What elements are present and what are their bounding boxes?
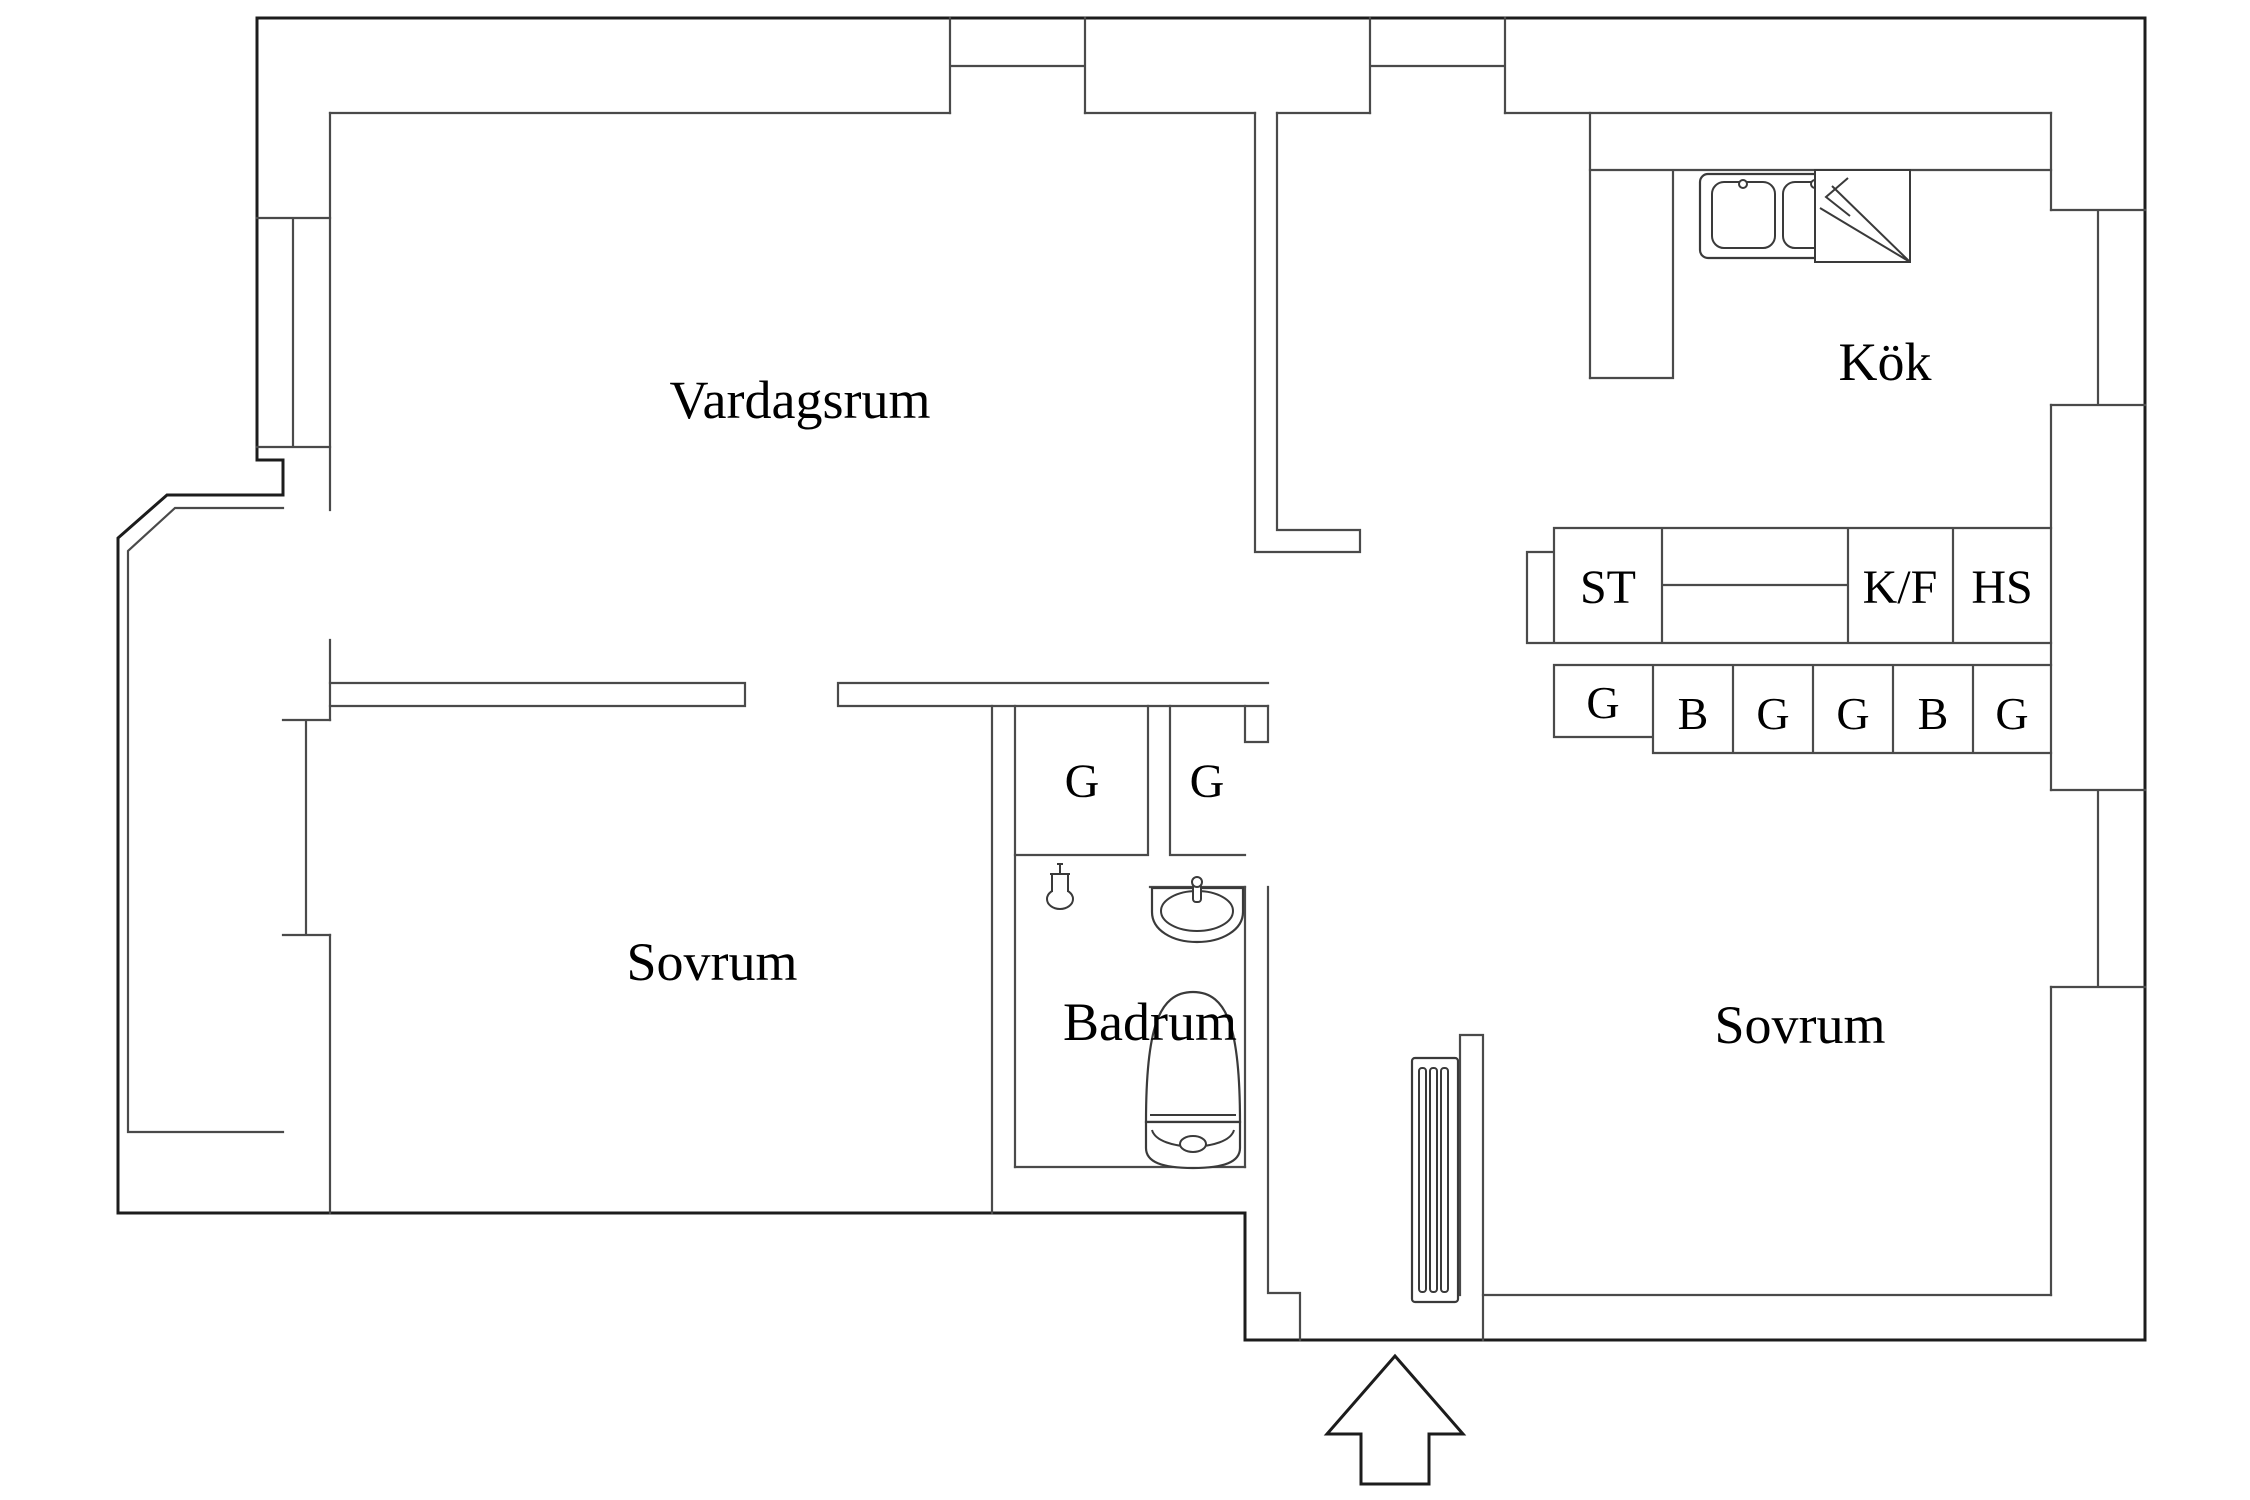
wall-bathroom-east: [1243, 704, 1302, 1342]
label-living-room: Vardagsrum: [670, 370, 931, 430]
label-wardrobe-b1: B: [1678, 688, 1709, 739]
label-bathroom-closet-g1: G: [1065, 755, 1100, 808]
entry-arrow-icon: [1323, 1353, 1467, 1486]
label-wardrobe-b2: B: [1918, 688, 1949, 739]
balcony-railing: [126, 506, 285, 1134]
label-bedroom-right: Sovrum: [1714, 995, 1885, 1055]
shower-mixer: [1046, 863, 1074, 910]
label-closet-st: ST: [1580, 561, 1636, 614]
wall-livingroom-south: [328, 681, 1270, 708]
wall-bathroom-west: [990, 704, 1017, 1215]
window-top-2: [1368, 16, 1507, 115]
window-right-bedroom: [2049, 788, 2147, 989]
outer-wall-outline: [116, 16, 2147, 1342]
label-wardrobe-g3: G: [1836, 688, 1869, 739]
closet-wardrobe-row: [1552, 663, 2053, 755]
label-kitchen: Kök: [1839, 332, 1932, 392]
label-bathroom-closet-g2: G: [1190, 755, 1225, 808]
label-wardrobe-g4: G: [1995, 688, 2028, 739]
closet-bathroom-g: [1013, 704, 1247, 857]
closet-st-row: [1525, 526, 2053, 645]
window-left-upper: [255, 216, 332, 449]
wall-livingroom-hall: [1253, 111, 1362, 554]
toilet: [1144, 990, 1242, 1170]
label-closet-kf: K/F: [1863, 561, 1938, 614]
window-top-1: [948, 16, 1087, 115]
label-wardrobe-g1: G: [1586, 677, 1619, 728]
label-closet-hs: HS: [1971, 561, 2032, 614]
label-bathroom: Badrum: [1063, 992, 1237, 1052]
window-left-lower: [281, 718, 332, 937]
radiator: [1410, 1056, 1460, 1304]
label-bedroom-left: Sovrum: [626, 932, 797, 992]
label-wardrobe-g2: G: [1756, 688, 1789, 739]
wall-bedroom-right-west: [1458, 1033, 1485, 1342]
kitchen-corner-unit: [1814, 169, 1911, 263]
window-right-kitchen: [2049, 208, 2147, 407]
bathroom-sink: [1150, 876, 1245, 944]
